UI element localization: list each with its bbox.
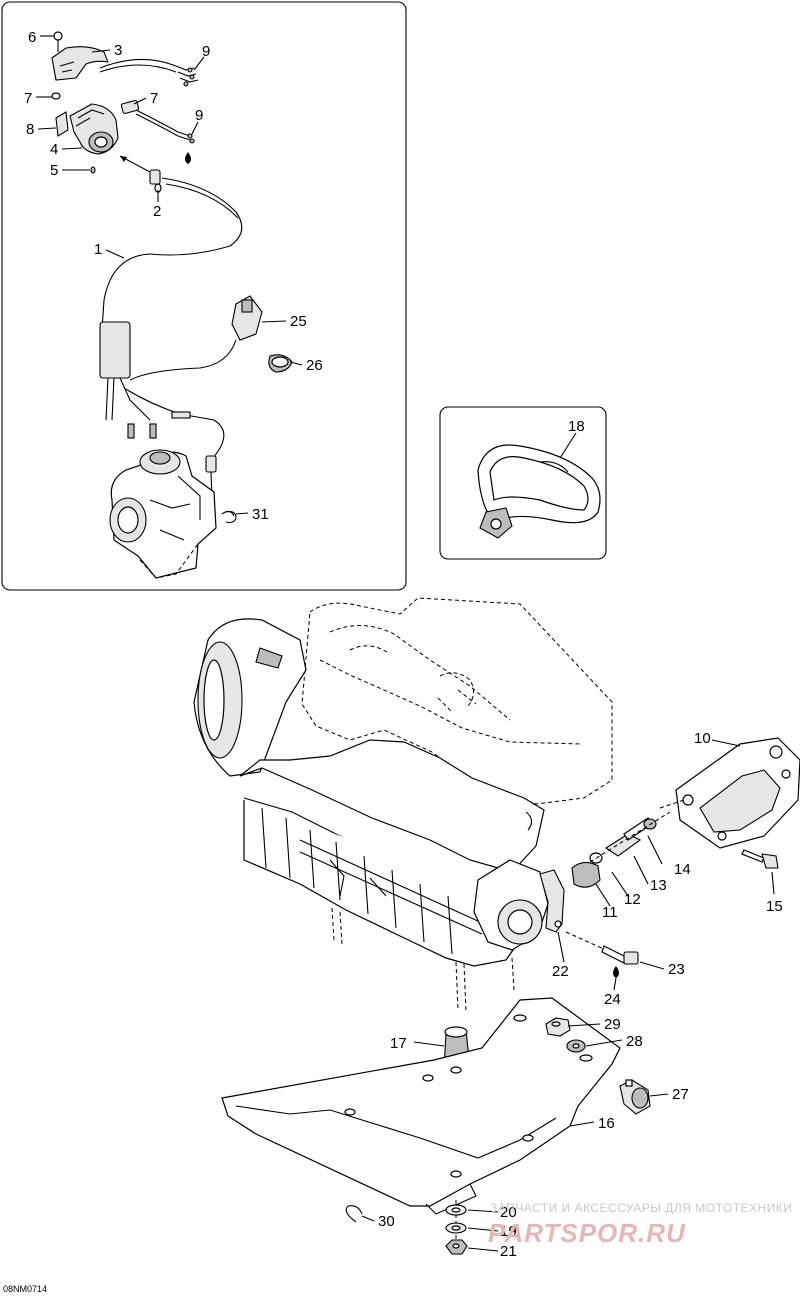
throttle-inset-frame: [1, 1, 407, 591]
engine-block: [193, 597, 613, 1013]
callout-8: 8: [26, 121, 34, 138]
callout-13: 13: [650, 877, 667, 894]
callout-7-left: 7: [24, 90, 32, 107]
callout-29: 29: [604, 1016, 621, 1033]
bracket-22: [539, 869, 565, 933]
throttle-handle-assembly: [51, 31, 199, 193]
circlip: [345, 1205, 363, 1223]
temperature-sensor: [619, 1079, 651, 1115]
throttle-handle: [477, 444, 601, 539]
callout-9-top: 9: [202, 43, 210, 60]
mount-hardware: [571, 811, 671, 888]
callout-23: 23: [668, 961, 685, 978]
callout-12: 12: [624, 891, 641, 908]
callout-25: 25: [290, 313, 307, 330]
callout-20: 20: [500, 1204, 517, 1221]
callout-11: 11: [602, 904, 618, 921]
callout-4: 4: [50, 141, 58, 158]
callout-21: 21: [500, 1243, 517, 1260]
callout-27: 27: [672, 1086, 689, 1103]
watermark-tagline: ЗАПЧАСТИ И АКСЕССУАРЫ ДЛЯ МОТОТЕХНИКИ: [490, 1201, 792, 1215]
callout-6: 6: [28, 29, 36, 46]
callout-17: 17: [390, 1035, 407, 1052]
washers-nut-bottom: [445, 1204, 468, 1255]
callout-10: 10: [694, 730, 711, 747]
callout-15: 15: [766, 898, 783, 915]
callout-30: 30: [378, 1213, 395, 1230]
handle-inset-frame: [439, 406, 607, 560]
leader-lines: [36, 35, 775, 1252]
callout-7-right: 7: [150, 90, 158, 107]
callout-14: 14: [674, 861, 691, 878]
watermark: ЗАПЧАСТИ И АКСЕССУАРЫ ДЛЯ МОТОТЕХНИКИ PA…: [488, 1201, 792, 1248]
watermark-brand: PARTSPOR.RU: [488, 1218, 686, 1248]
callout-24: 24: [604, 991, 621, 1008]
callout-9-mid: 9: [195, 107, 203, 124]
bolt-23: [565, 931, 639, 978]
callout-28: 28: [626, 1033, 643, 1050]
callout-19: 19: [500, 1223, 517, 1240]
engine-mount-bracket: [659, 737, 800, 849]
callout-labels: 6 3 9 7 7 9 8 4 5 2 1 25 26 31 18 10 14 …: [24, 29, 783, 1260]
callout-18: 18: [568, 418, 585, 435]
callout-2: 2: [153, 203, 161, 220]
nut-washer-top: [545, 1017, 586, 1053]
engine-mount-plate: [221, 997, 621, 1215]
callout-16: 16: [598, 1115, 615, 1132]
throttle-sensor: [231, 295, 293, 373]
callout-31: 31: [252, 506, 269, 523]
callout-5: 5: [50, 162, 58, 179]
throttle-cable: [99, 177, 243, 501]
carburetor: [109, 449, 237, 579]
callout-3: 3: [114, 42, 122, 59]
bolt-15: [741, 849, 779, 869]
callout-22: 22: [552, 963, 569, 980]
diagram-code: 08NM0714: [3, 1284, 47, 1294]
callout-1: 1: [94, 241, 102, 258]
callout-26: 26: [306, 357, 323, 374]
